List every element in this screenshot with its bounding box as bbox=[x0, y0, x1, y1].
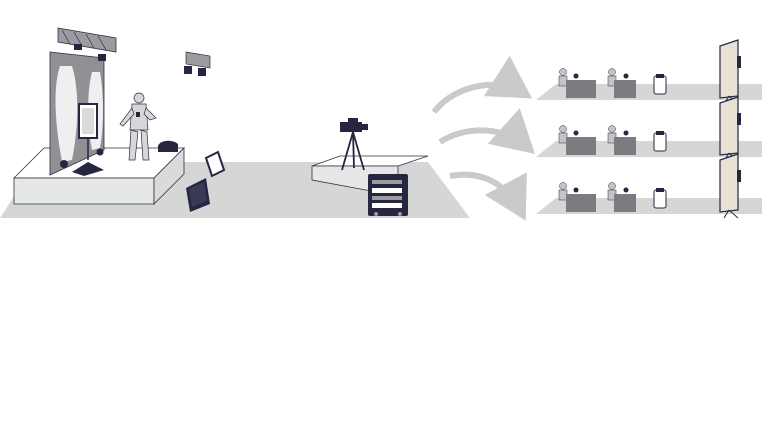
spot-lights bbox=[184, 51, 211, 76]
audience-tables bbox=[566, 80, 636, 98]
teleprompter-monitor bbox=[72, 103, 104, 176]
remote-site bbox=[536, 96, 762, 162]
remote-site bbox=[536, 153, 762, 219]
video-camera bbox=[340, 118, 368, 132]
audience-tables bbox=[566, 194, 636, 212]
floor-monitor-speaker bbox=[158, 140, 178, 152]
spot-light-icon bbox=[74, 44, 82, 50]
transmission-arrow bbox=[438, 108, 535, 155]
seated-participants bbox=[558, 125, 629, 144]
projection-screen bbox=[719, 39, 741, 105]
reflector-panel bbox=[186, 178, 210, 212]
reflector-panel bbox=[204, 150, 226, 178]
transmission-arrow bbox=[449, 171, 527, 221]
speaker-box bbox=[653, 188, 667, 209]
stage-backdrop bbox=[49, 51, 105, 176]
projection-screen bbox=[719, 96, 741, 162]
floor-lights bbox=[60, 148, 104, 168]
tripod bbox=[341, 131, 365, 171]
presenter bbox=[119, 92, 157, 161]
remote-site bbox=[536, 39, 762, 105]
projection-screen bbox=[719, 153, 741, 219]
speaker-box bbox=[653, 74, 667, 95]
audience-tables bbox=[566, 137, 636, 155]
stage-platform bbox=[13, 147, 185, 205]
spot-light-icon bbox=[98, 54, 106, 61]
speaker-box bbox=[653, 131, 667, 152]
lighting-truss bbox=[57, 27, 117, 61]
transmission-arrow bbox=[431, 55, 533, 114]
equipment-rack bbox=[368, 174, 408, 216]
